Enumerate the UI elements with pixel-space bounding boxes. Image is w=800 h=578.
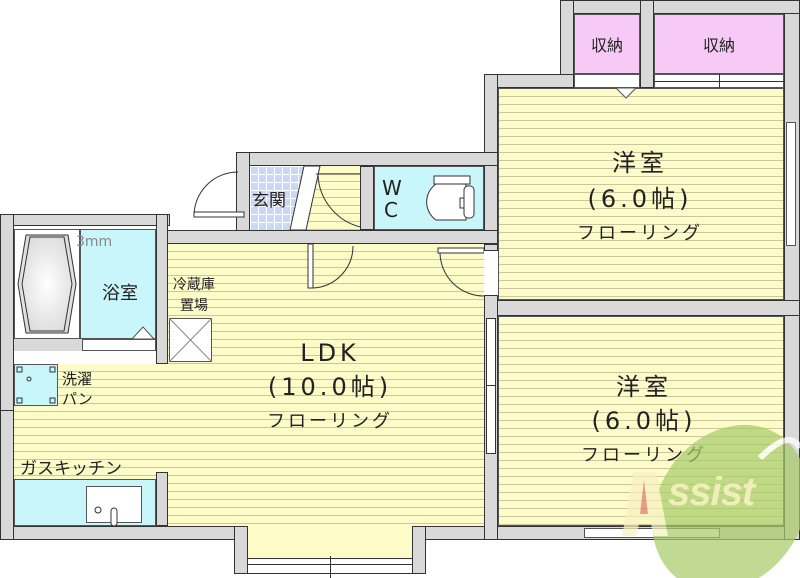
wall-left <box>0 214 14 422</box>
window-east <box>786 122 796 246</box>
storage-left <box>574 14 640 74</box>
ldk-size: (10.0帖) <box>267 373 393 401</box>
wc-label-c: C <box>384 198 398 222</box>
bedroom-north-flooring: フローリング <box>577 223 703 244</box>
bathroom-label: 浴室 <box>102 283 138 304</box>
wall-bay-left <box>234 526 248 574</box>
sliding-door-split <box>719 74 720 88</box>
assist-logo-text: ssist <box>668 470 755 514</box>
bedroom-doorway <box>484 250 498 296</box>
wall-top-storage <box>560 0 800 14</box>
bedroom-south-sliding-door[interactable] <box>486 318 496 454</box>
ldk-door-icon[interactable] <box>306 243 356 290</box>
bedroom-south-flooring: フローリング <box>581 445 707 466</box>
wall-storage-divider <box>640 0 654 88</box>
wall-bay-right <box>412 526 426 574</box>
fridge-cross-icon <box>168 317 213 363</box>
fridge-label-line1: 冷蔵庫 <box>173 277 215 293</box>
wall-hall-bottom <box>160 230 498 244</box>
kitchen-label: ガスキッチン <box>20 459 122 479</box>
hall-door-swing <box>316 173 368 229</box>
kitchen-partition <box>156 472 168 526</box>
wall-bottom-left <box>0 526 248 540</box>
bedroom-door-icon[interactable] <box>437 244 488 300</box>
fridge-label-line2: 置場 <box>180 298 208 314</box>
laundry-pan-icon <box>16 366 56 404</box>
storage-right <box>654 14 784 74</box>
door-swing-indicator <box>130 326 156 340</box>
bedroom-north-floor <box>498 88 784 300</box>
wall-bathroom-right <box>156 214 168 364</box>
front-door-icon[interactable] <box>188 168 245 218</box>
laundry-label-line1: 洗濯 <box>62 370 93 388</box>
sliding-door-split <box>486 385 496 386</box>
bedroom-north-name: 洋室 <box>612 149 668 177</box>
bedroom-south-size: (6.0帖) <box>591 407 697 435</box>
ldk-name: LDK <box>300 339 360 367</box>
bath-dimension-note: 3mm <box>76 234 113 250</box>
entrance-step <box>289 165 321 231</box>
bay-floor <box>248 526 412 560</box>
bathroom-floor <box>80 229 156 339</box>
ldk-flooring: フローリング <box>267 411 393 432</box>
assist-logo <box>622 424 800 578</box>
storage-right-label: 収納 <box>702 36 735 55</box>
bathroom-door[interactable] <box>82 339 156 351</box>
laundry-pan <box>14 364 58 406</box>
wall-left-block <box>0 214 170 226</box>
bay-window-mullion <box>330 556 331 578</box>
bathtub-icon <box>17 234 77 334</box>
wall-entry-top <box>236 152 498 166</box>
bedroom-north-size: (6.0帖) <box>587 185 693 213</box>
door-swing-indicator <box>614 87 638 99</box>
wall-bath-bottom <box>14 339 82 351</box>
wall-bedrooms-divider <box>484 300 800 316</box>
wall-left-lower <box>0 410 14 540</box>
bedroom-south-name: 洋室 <box>616 373 672 401</box>
toilet-icon <box>426 175 475 221</box>
storage-left-door[interactable] <box>574 74 640 88</box>
wc-label-w: W <box>382 176 402 200</box>
faucet-icon <box>94 506 118 527</box>
laundry-label-line2: パン <box>62 390 93 408</box>
wall-wc-left <box>360 166 374 230</box>
entrance-label: 玄関 <box>252 191 286 211</box>
ldk-floor <box>168 244 484 526</box>
storage-left-label: 収納 <box>590 36 623 55</box>
